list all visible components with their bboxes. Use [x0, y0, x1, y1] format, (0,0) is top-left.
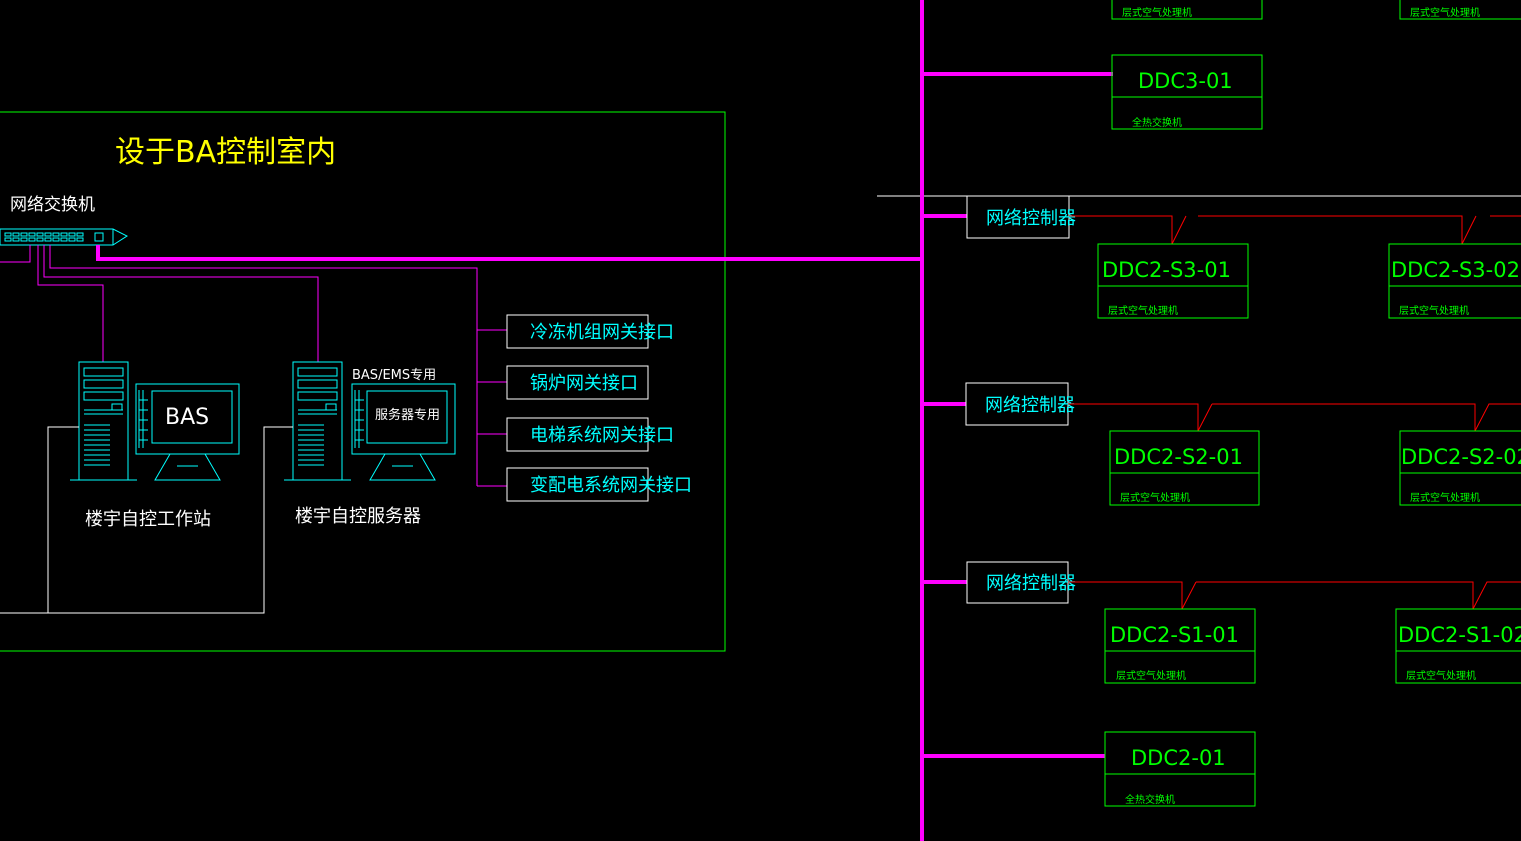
ddc2-s3-02-desc: 层式空气处理机 — [1399, 304, 1469, 317]
gateway-boxes — [506, 314, 649, 502]
ddc2-s1-02-desc: 层式空气处理机 — [1406, 669, 1476, 682]
top-partial-desc-2: 层式空气处理机 — [1410, 6, 1480, 19]
server-tower-icon — [284, 361, 351, 481]
workstation-tower-icon — [70, 361, 137, 481]
ddc2-s2-01-desc: 层式空气处理机 — [1120, 491, 1190, 504]
gateway-label-power: 变配电系统网关接口 — [530, 475, 692, 496]
server-label: 楼宇自控服务器 — [295, 506, 421, 527]
ddc2-01-box — [1104, 731, 1256, 807]
server-monitor-icon — [351, 383, 456, 481]
control-room-title: 设于BA控制室内 — [115, 135, 336, 170]
ddc2-s3-01-box — [1097, 243, 1249, 319]
ddc3-01-desc: 全热交换机 — [1132, 116, 1182, 129]
gateway-box-chiller — [506, 314, 649, 349]
server-tag-text: BAS/EMS专用 — [352, 368, 436, 383]
ddc2-s3-01-id: DDC2-S3-01 — [1102, 258, 1231, 282]
ddc2-s2-02-box — [1399, 430, 1521, 506]
bus-taps — [922, 72, 1113, 758]
gateway-box-power — [506, 467, 649, 502]
ddc2-s1-01-desc: 层式空气处理机 — [1116, 669, 1186, 682]
ddc2-s2-02-id: DDC2-S2-02 — [1401, 445, 1521, 469]
ddc3-01-box — [1111, 54, 1263, 130]
network-switch-icon — [0, 228, 129, 246]
control-room-boundary — [0, 111, 726, 652]
ddc2-01-id: DDC2-01 — [1131, 746, 1226, 770]
ddc-boxes — [1097, 243, 1521, 807]
gateway-label-elevator: 电梯系统网关接口 — [530, 425, 674, 446]
gateway-box-boiler — [506, 365, 649, 400]
ddc2-s1-02-box — [1395, 608, 1521, 684]
ddc2-s3-02-id: DDC2-S3-02 — [1391, 258, 1520, 282]
server-screen-text: 服务器专用 — [375, 407, 440, 423]
ddc3-01-id: DDC3-01 — [1138, 69, 1233, 93]
workstation-screen-text: BAS — [165, 405, 209, 430]
top-partial-desc-1: 层式空气处理机 — [1122, 6, 1192, 19]
network-controller-label-1: 网络控制器 — [986, 208, 1076, 229]
network-controller-label-3: 网络控制器 — [986, 573, 1076, 594]
workstation-server-links — [0, 426, 293, 614]
ddc2-01-desc: 全热交换机 — [1125, 793, 1175, 806]
top-partial-boxes — [1111, 0, 1521, 20]
switch-links — [0, 245, 507, 487]
gateway-label-chiller: 冷冻机组网关接口 — [530, 322, 674, 343]
gateway-box-elevator — [506, 417, 649, 452]
ddc2-s2-02-desc: 层式空气处理机 — [1410, 491, 1480, 504]
ddc2-s1-01-id: DDC2-S1-01 — [1110, 623, 1239, 647]
ddc2-s2-01-id: DDC2-S2-01 — [1114, 445, 1243, 469]
workstation-monitor-icon — [135, 383, 240, 481]
ddc2-s1-01-box — [1104, 608, 1256, 684]
network-controller-box-1 — [966, 195, 1070, 239]
trunk-line — [96, 245, 922, 261]
ddc2-s1-02-id: DDC2-S1-02 — [1398, 623, 1521, 647]
ddc2-s2-01-box — [1109, 430, 1260, 506]
workstation-label: 楼宇自控工作站 — [85, 509, 211, 530]
ddc2-s3-02-box — [1388, 243, 1521, 319]
ddc2-s3-01-desc: 层式空气处理机 — [1108, 304, 1178, 317]
network-switch-label: 网络交换机 — [10, 195, 95, 215]
network-controller-label-2: 网络控制器 — [985, 395, 1075, 416]
gateway-label-boiler: 锅炉网关接口 — [530, 373, 638, 394]
